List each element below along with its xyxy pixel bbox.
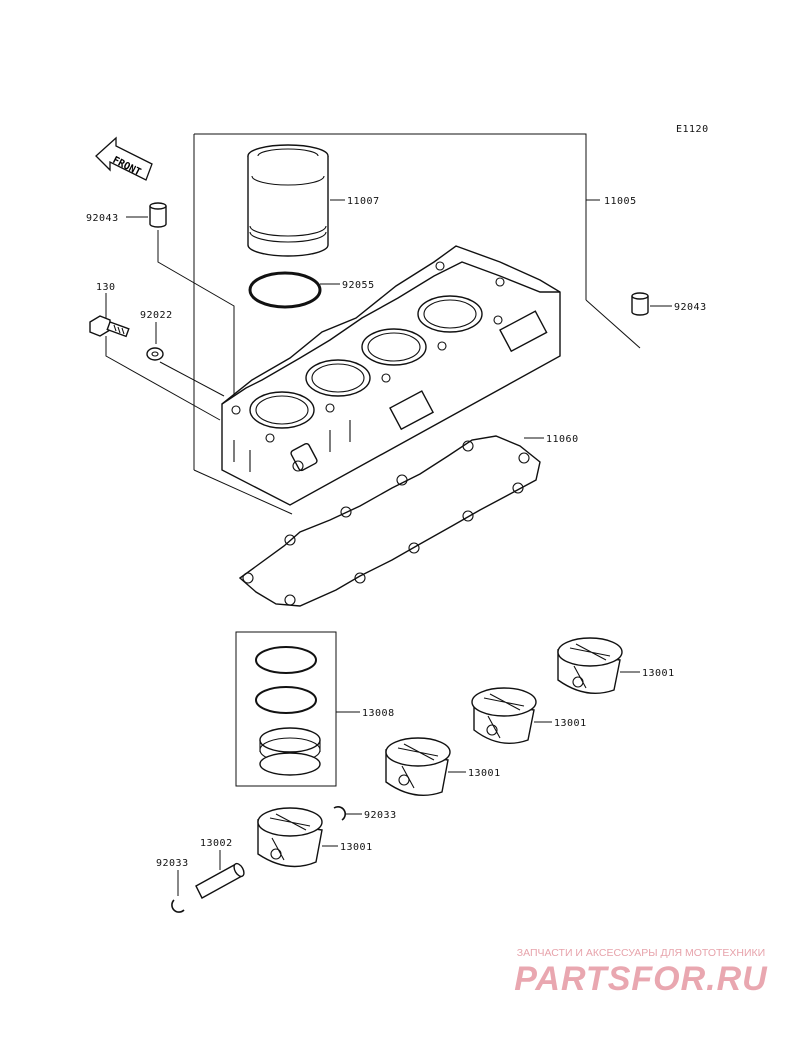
- dowel-pin-92043-right: [631, 292, 649, 316]
- callout-130: 130: [96, 282, 116, 293]
- callout-11060: 11060: [546, 434, 579, 445]
- callout-13001-d: 13001: [340, 842, 373, 853]
- callout-11007: 11007: [347, 196, 380, 207]
- cylinder-block: [221, 245, 561, 506]
- watermark-logo: PARTSFOR.RU: [514, 960, 768, 998]
- piston-ring-set-13008: [235, 631, 337, 787]
- piston-13001-d: [257, 807, 323, 868]
- front-arrow-icon: FRONT: [95, 136, 153, 181]
- callout-11005: 11005: [604, 196, 637, 207]
- cylinder-sleeve-11007: [247, 144, 329, 257]
- callout-92043-left: 92043: [86, 213, 119, 224]
- callout-92033-left: 92033: [156, 858, 189, 869]
- dowel-pin-92043-left: [149, 202, 167, 228]
- base-gasket-11060: [238, 435, 541, 607]
- callout-13001-a: 13001: [642, 668, 675, 679]
- diagram-code: E1120: [676, 124, 709, 135]
- callout-13001-b: 13001: [554, 718, 587, 729]
- assembly-frame-11005: [193, 133, 641, 515]
- washer-92022: [146, 347, 164, 361]
- circlip-92033-right: [333, 805, 346, 821]
- callout-13001-c: 13001: [468, 768, 501, 779]
- o-ring-92055: [248, 271, 322, 309]
- callout-92022: 92022: [140, 310, 173, 321]
- piston-pin-13002: [195, 862, 245, 899]
- callout-92043-right: 92043: [674, 302, 707, 313]
- piston-13001-c: [385, 737, 451, 796]
- callout-13002: 13002: [200, 838, 233, 849]
- callout-13008: 13008: [362, 708, 395, 719]
- callout-92055: 92055: [342, 280, 375, 291]
- bolt-130: [89, 315, 130, 338]
- circlip-92033-left: [171, 899, 185, 913]
- piston-13001-a: [557, 637, 623, 694]
- watermark-tagline: ЗАПЧАСТИ И АКСЕССУАРЫ ДЛЯ МОТОТЕХНИКИ: [516, 947, 766, 959]
- callout-92033-right: 92033: [364, 810, 397, 821]
- piston-13001-b: [471, 687, 537, 744]
